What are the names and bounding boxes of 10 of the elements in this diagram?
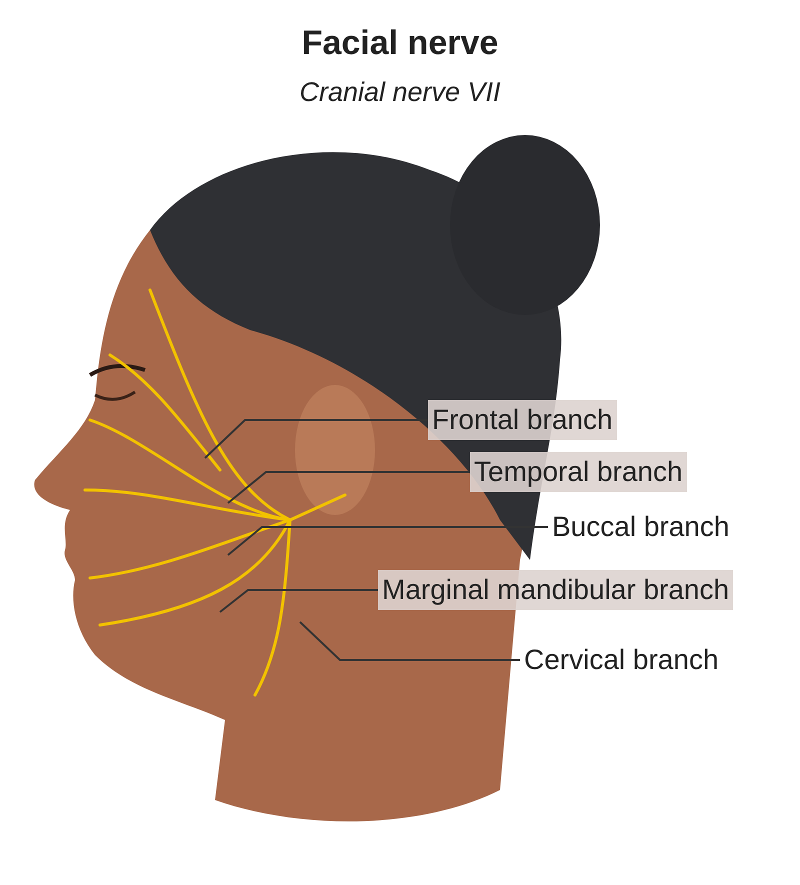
leader-line — [299, 621, 520, 661]
leader-line — [227, 471, 470, 504]
branch-label: Marginal mandibular branch — [378, 570, 734, 610]
branch-label: Buccal branch — [548, 507, 734, 547]
subtitle: Cranial nerve VII — [299, 76, 501, 109]
leader-line — [219, 589, 378, 613]
title: Facial nerve — [302, 23, 498, 64]
branch-label: Cervical branch — [520, 640, 723, 680]
branch-label: Temporal branch — [470, 452, 687, 492]
branch-label: Frontal branch — [428, 400, 617, 440]
